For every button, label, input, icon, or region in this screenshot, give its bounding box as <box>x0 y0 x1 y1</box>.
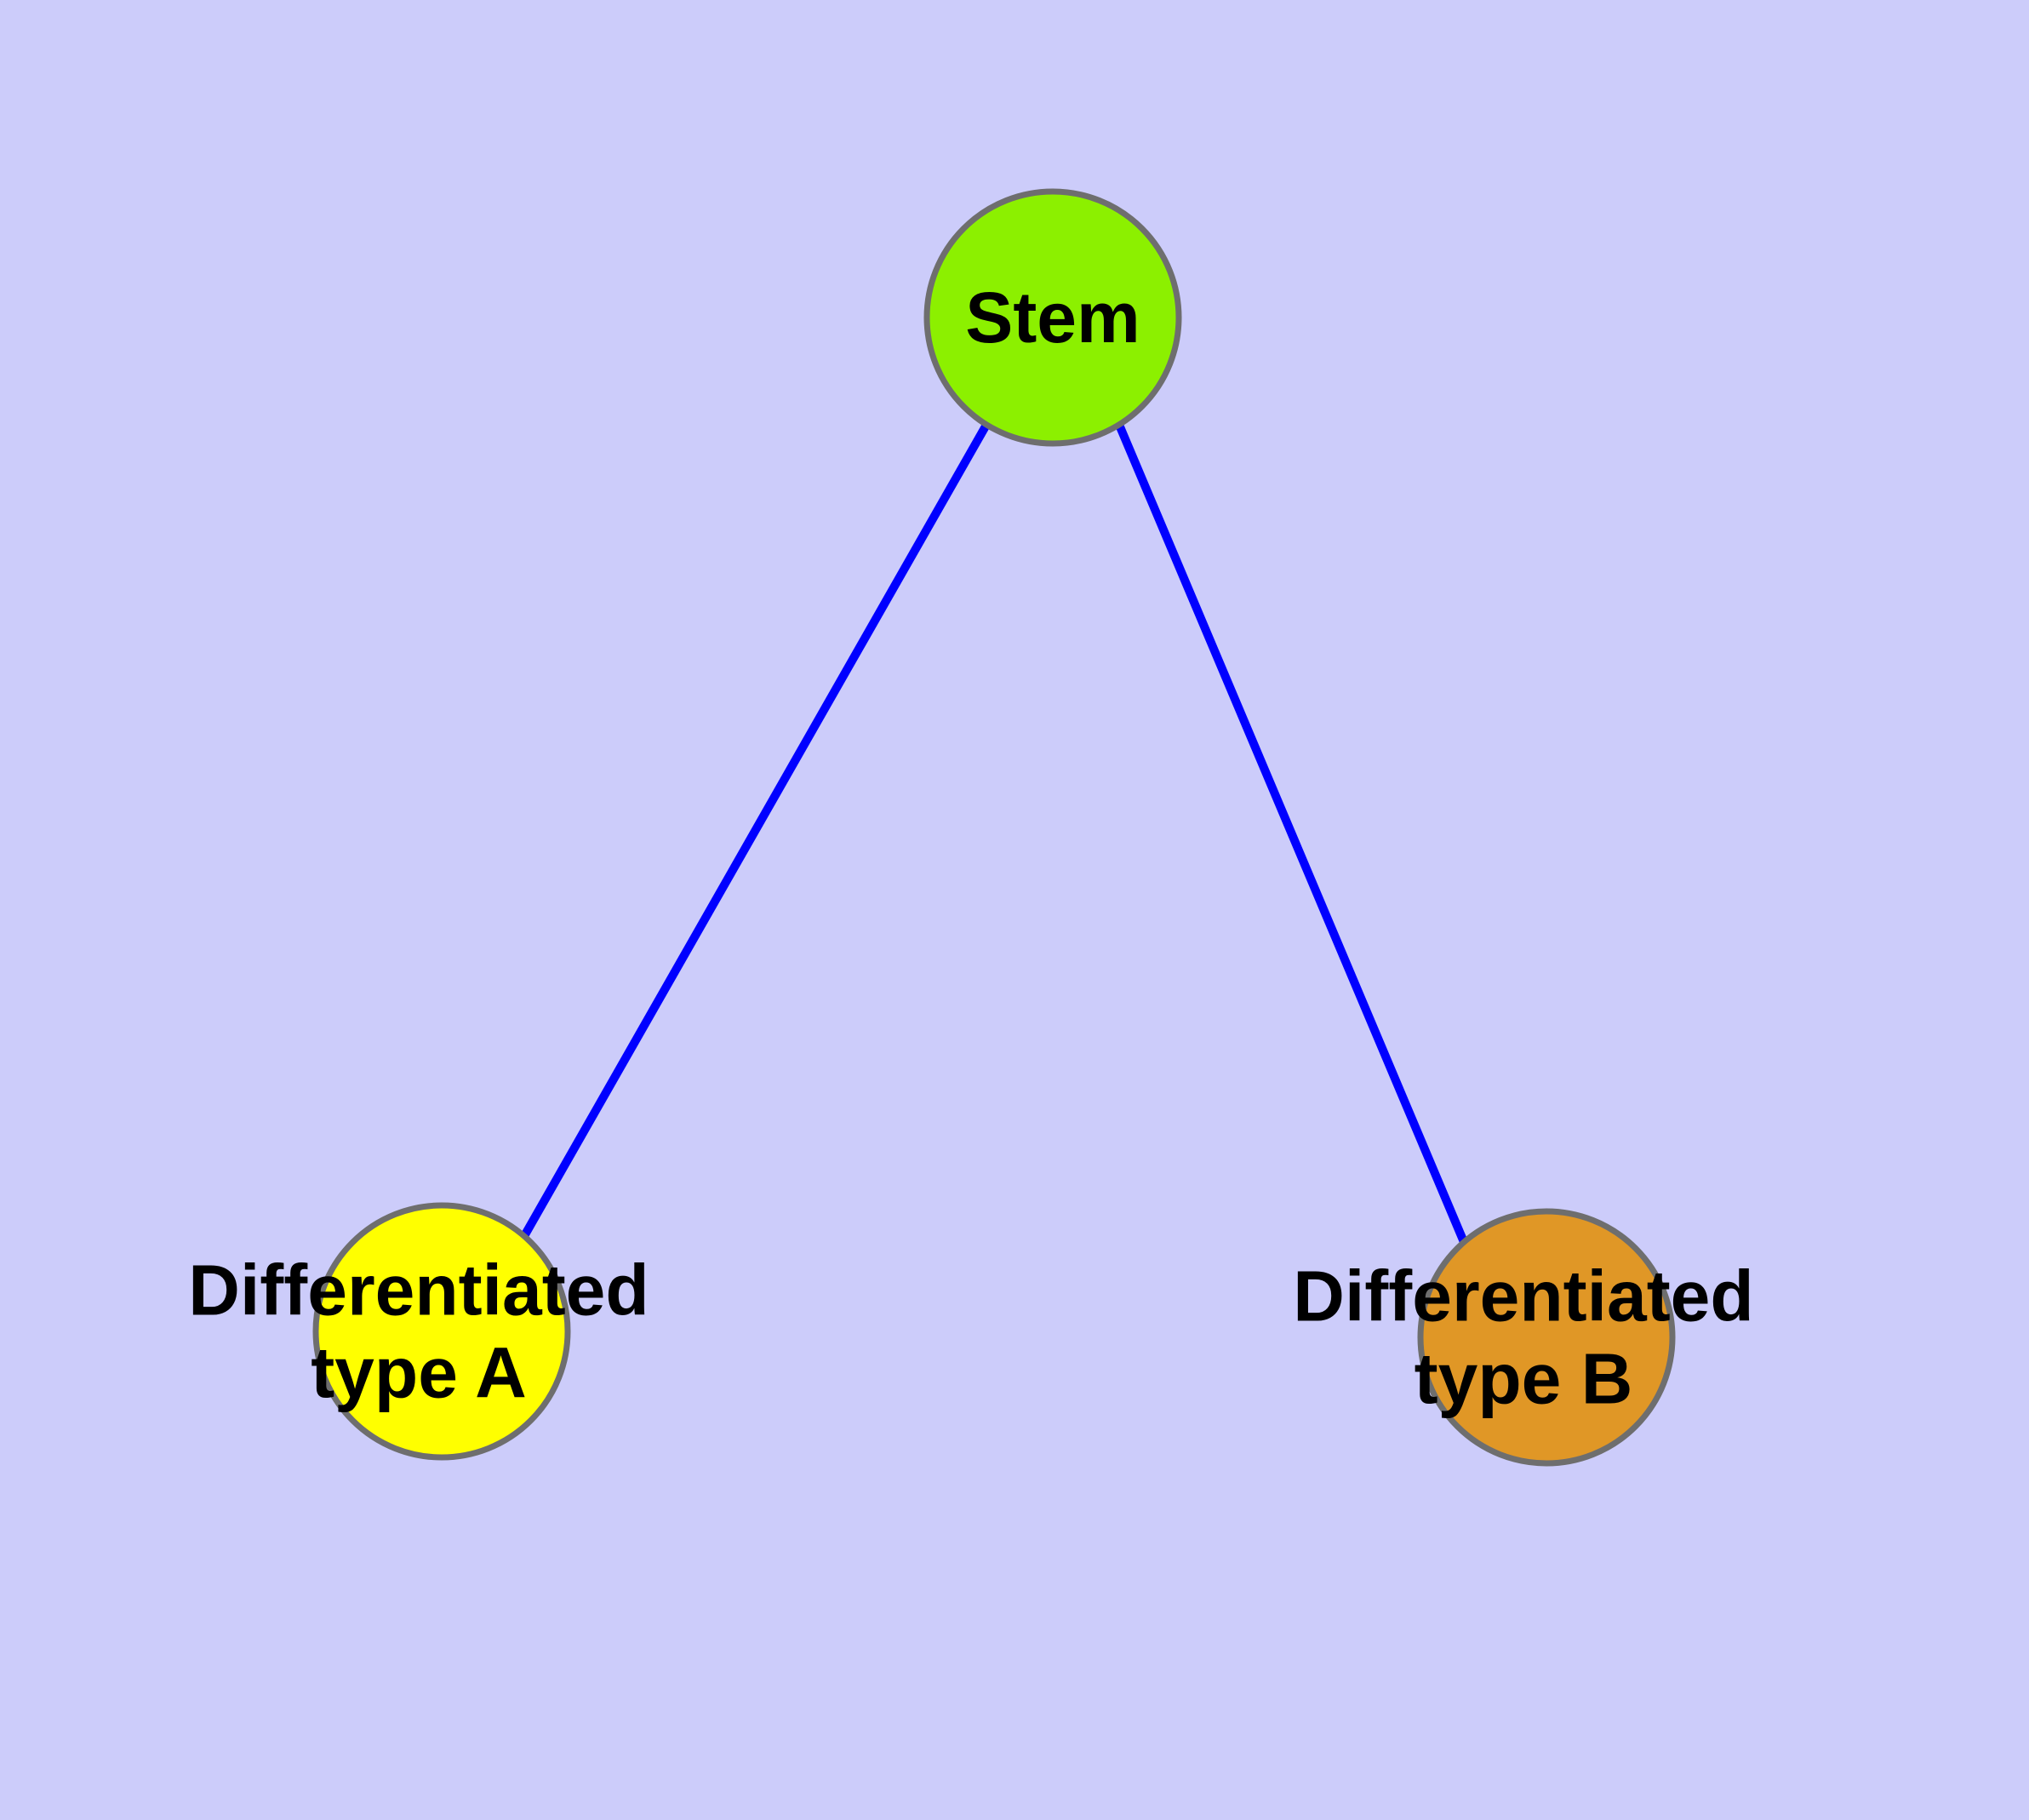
node-circle-diff_a[interactable] <box>312 1202 571 1461</box>
node-label-stem: Stem <box>965 278 1140 358</box>
node-circle-diff_b[interactable] <box>1417 1208 1676 1467</box>
edge-stem-diff-a <box>520 422 991 1239</box>
node-label-line: type B <box>1415 1339 1633 1419</box>
node-label-line: Differentiated <box>1293 1256 1753 1336</box>
edges-layer <box>520 422 1468 1244</box>
node-label-line: type A <box>311 1333 527 1413</box>
node-label-line: Stem <box>965 278 1140 358</box>
edge-stem-diff-b <box>1115 423 1468 1244</box>
node-label-line: Differentiated <box>188 1250 649 1330</box>
node-circle-stem[interactable] <box>923 188 1182 447</box>
node-stem[interactable]: Stem <box>923 188 1182 447</box>
